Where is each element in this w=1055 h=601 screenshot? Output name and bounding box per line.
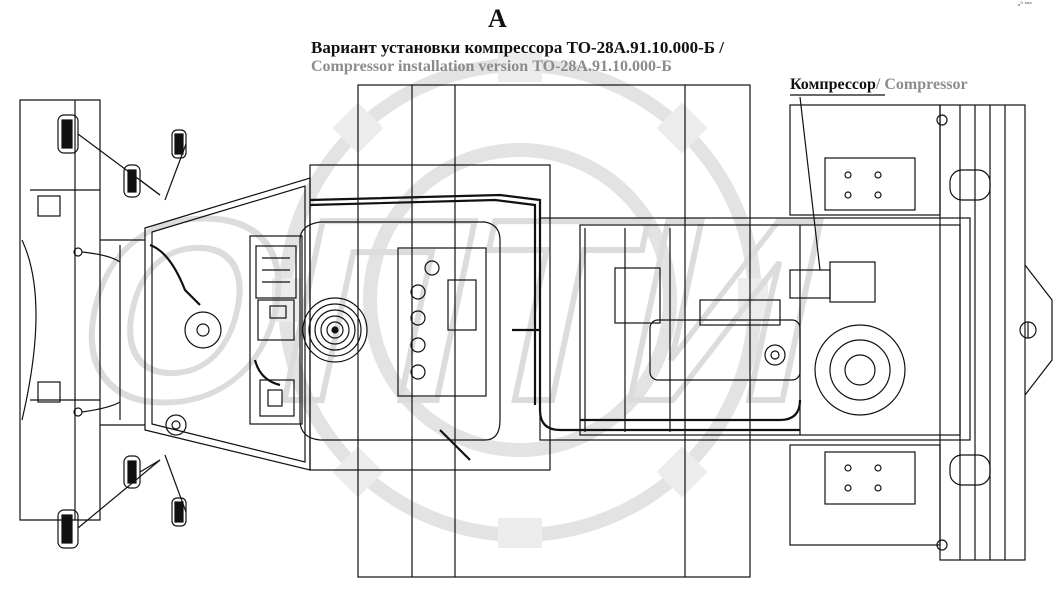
compressor-label-en: / Compressor [875,76,968,93]
compressor-callout: Компрессор/ Compressor [790,76,968,94]
compressor-label-ru: Компрессор [790,76,876,93]
side-lights [57,114,187,549]
corner-mark: ₐ⁰ ᵃᵃᵃ [1018,1,1032,8]
front-blade [19,99,101,521]
rear-battery-box-top [789,104,941,216]
rear-battery-box-bottom [789,444,941,546]
compressor-leader [790,94,885,271]
rear-counterweight [936,104,1053,561]
cooling-fan [302,297,368,363]
page-subtitle: Compressor installation version ТО-28А.9… [311,58,672,75]
page-title: Вариант установки компрессора ТО-28А.91.… [311,38,724,57]
engine-compartment [539,217,971,441]
watermark-text: ОПТИ [53,165,850,456]
electrical-panel [249,235,303,425]
central-hood [299,84,751,578]
view-letter: А [488,4,507,33]
